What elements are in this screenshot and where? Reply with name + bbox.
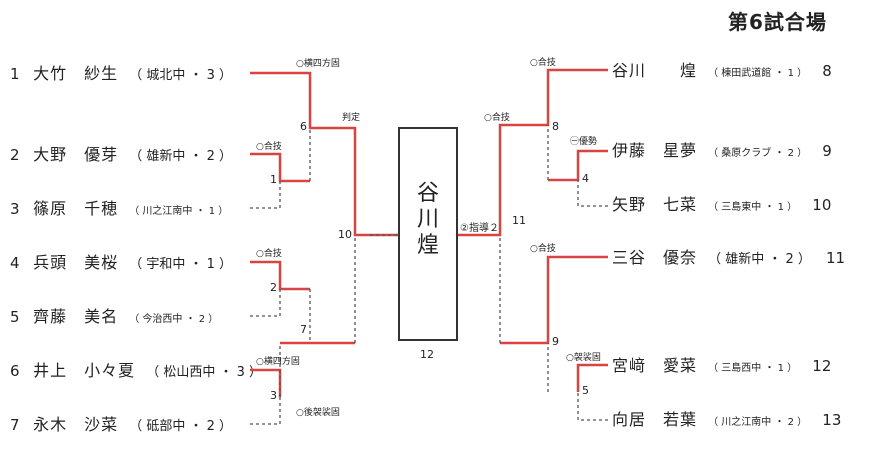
match-number-1: 1	[270, 173, 277, 186]
right-player-12: 宮﨑 愛菜 （ 三島西中 ・ 1 ） 12	[612, 356, 831, 376]
loser-lines	[250, 125, 608, 425]
left-lose-line-7a	[250, 397, 281, 425]
left-win-line-1	[250, 71, 398, 237]
right-player-11: 三谷 優奈 （ 雄新中 ・ 2 ） 11	[612, 248, 845, 268]
left-player-2: 2 大野 優芽 （ 雄新中 ・ 2 ）	[10, 145, 232, 165]
left-player-3: 3 篠原 千穂 （ 川之江南中 ・ 1 ）	[10, 199, 228, 219]
right-lose-line-10	[577, 180, 608, 207]
note-awasewaza-11: ○合技	[530, 244, 556, 254]
champion-char-1: 谷	[416, 181, 439, 206]
match-number-10: 10	[338, 228, 352, 241]
player-school: （ 城北中 ・ 3 ）	[129, 68, 233, 83]
note-hantei: 判定	[342, 113, 361, 123]
left-lose-line-3	[250, 181, 281, 209]
match-number-5: 5	[582, 384, 589, 397]
player-name: 三谷 優奈	[612, 248, 698, 267]
left-player-5: 5 齊藤 美名 （ 今治西中 ・ 2 ）	[10, 307, 218, 327]
note-awasewaza-2: ○合技	[256, 142, 282, 152]
final-note: ②指導２	[460, 223, 499, 234]
player-name: 伊藤 星夢	[612, 141, 698, 160]
player-school: （ 三島西中 ・ 1 ）	[708, 363, 798, 374]
note-yusei: ㊀優勢	[570, 137, 598, 147]
left-player-4: 4 兵頭 美桜 （ 宇和中 ・ 1 ）	[10, 253, 232, 273]
player-number: 5	[10, 308, 20, 326]
right-win-line-12	[576, 363, 608, 392]
note-kesa-gatame: ○袈裟固	[566, 353, 601, 363]
player-number: 4	[10, 254, 20, 272]
player-name: 大竹 紗生	[33, 64, 119, 83]
note-awasewaza-4: ○合技	[256, 249, 282, 259]
left-player-1: 1 大竹 紗生 （ 城北中 ・ 3 ）	[10, 64, 232, 84]
player-name: 大野 優芽	[33, 145, 119, 164]
match-number-8: 8	[552, 120, 559, 133]
player-number: 8	[822, 62, 832, 80]
player-number: 3	[10, 200, 20, 218]
left-player-6: 6 井上 小々夏 （ 松山西中 ・ 3 ）	[10, 361, 262, 381]
player-name: 矢野 七菜	[612, 195, 698, 214]
player-school: （ 川之江南中 ・ 2 ）	[708, 417, 808, 428]
player-name: 谷川 煌	[612, 61, 698, 80]
match-number-9: 9	[552, 335, 559, 348]
player-name: 向居 若葉	[612, 410, 698, 429]
player-name: 齊藤 美名	[33, 307, 119, 326]
left-win-line-4	[250, 260, 310, 291]
player-name: 永木 沙菜	[33, 415, 119, 434]
player-school: （ 砥部中 ・ 2 ）	[129, 419, 233, 434]
note-awasewaza-8: ○合技	[530, 58, 556, 68]
note-awasewaza-final: ○合技	[484, 113, 510, 123]
player-school: （ 今治西中 ・ 2 ）	[129, 314, 219, 325]
final-number: 12	[420, 348, 434, 361]
champion-char-3: 煌	[416, 233, 439, 258]
player-number: 10	[812, 196, 832, 214]
right-player-8: 谷川 煌 （ 棟田武道館 ・ 1 ） 8	[612, 61, 832, 81]
player-number: 11	[826, 249, 846, 267]
match-number-2: 2	[270, 281, 277, 294]
left-lose-line-5	[250, 289, 281, 317]
player-school: （ 松山西中 ・ 3 ）	[146, 365, 263, 380]
player-number: 7	[10, 416, 20, 434]
right-win-line-11	[500, 255, 608, 345]
player-number: 2	[10, 146, 20, 164]
player-name: 篠原 千穂	[33, 199, 119, 218]
right-lose-line-13	[577, 392, 608, 421]
champion-name: 谷 川 煌	[400, 181, 456, 259]
player-name: 宮﨑 愛菜	[612, 356, 698, 375]
player-number: 6	[10, 362, 20, 380]
player-school: （ 川之江南中 ・ 1 ）	[129, 206, 229, 217]
match-number-6: 6	[300, 120, 307, 133]
player-number: 1	[10, 65, 20, 83]
match-number-7: 7	[300, 323, 307, 336]
champion-box: 谷 川 煌	[398, 127, 458, 341]
player-number: 9	[822, 142, 832, 160]
left-win-line-2	[250, 152, 310, 183]
player-number: 13	[822, 411, 842, 429]
player-name: 井上 小々夏	[33, 361, 136, 380]
match-number-3: 3	[270, 389, 277, 402]
player-name: 兵頭 美桜	[33, 253, 119, 272]
player-school: （ 三島東中 ・ 1 ）	[708, 202, 798, 213]
right-win-line-9	[548, 149, 608, 182]
right-player-13: 向居 若葉 （ 川之江南中 ・ 2 ） 13	[612, 410, 841, 430]
player-number: 12	[812, 357, 832, 375]
champion-char-2: 川	[416, 207, 439, 232]
player-school: （ 宇和中 ・ 1 ）	[129, 257, 233, 272]
right-win-line-8	[458, 68, 608, 237]
player-school: （ 桑原クラブ ・ 2 ）	[708, 148, 808, 159]
player-school: （ 棟田武道館 ・ 1 ）	[708, 68, 808, 79]
court-title: 第6試合場	[728, 10, 827, 34]
right-player-10: 矢野 七菜 （ 三島東中 ・ 1 ） 10	[612, 195, 831, 215]
player-school: （ 雄新中 ・ 2 ）	[129, 149, 233, 164]
note-ushiro-kesa: ○後袈裟固	[296, 408, 340, 418]
match-number-4: 4	[582, 172, 589, 185]
match-number-11: 11	[512, 214, 526, 227]
player-school: （ 雄新中 ・ 2 ）	[708, 252, 811, 267]
note-yoko-shiho-1: ○横四方固	[296, 59, 340, 69]
note-yoko-shiho-6: ○横四方固	[256, 357, 300, 367]
left-player-7: 7 永木 沙菜 （ 砥部中 ・ 2 ）	[10, 415, 232, 435]
right-player-9: 伊藤 星夢 （ 桑原クラブ ・ 2 ） 9	[612, 141, 832, 161]
